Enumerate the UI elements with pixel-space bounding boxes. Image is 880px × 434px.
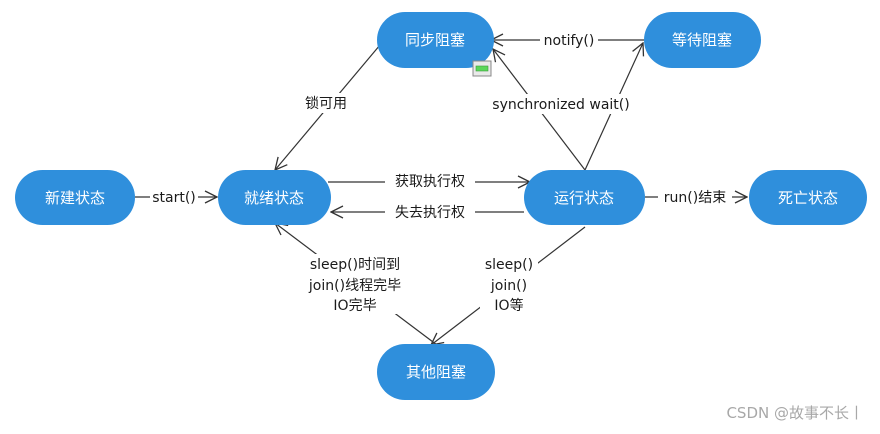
- state-sync-blocked: 同步阻塞: [377, 12, 494, 68]
- label-bg-notify: [540, 30, 598, 50]
- state-other-blocked-label: 其他阻塞: [406, 363, 466, 381]
- label-get-cpu: 获取执行权: [395, 174, 465, 190]
- label-bg-start: [150, 187, 198, 207]
- state-running-label: 运行状态: [554, 189, 614, 207]
- label-bg-from-other: [298, 254, 412, 314]
- state-dead-label: 死亡状态: [778, 189, 838, 207]
- state-wait-blocked-label: 等待阻塞: [672, 31, 732, 49]
- label-notify: notify(): [544, 33, 595, 49]
- label-to-other-line3: IO等: [494, 297, 523, 314]
- label-sync-wait: synchronized wait(): [492, 97, 629, 113]
- label-bg-lose-cpu: [385, 202, 475, 222]
- label-bg-get-cpu: [385, 171, 475, 191]
- label-bg-to-other: [480, 254, 538, 314]
- label-to-other-line2: join(): [490, 278, 527, 294]
- label-lose-cpu: 失去执行权: [395, 205, 465, 221]
- label-from-other-line2: join()线程完毕: [308, 278, 401, 294]
- state-dead: 死亡状态: [749, 170, 867, 225]
- label-run-end: run()结束: [664, 190, 726, 206]
- watermark: CSDN @故事不长丨: [726, 404, 864, 422]
- label-bg-sync-wait: [487, 94, 635, 114]
- attachment-marker-icon: [472, 60, 492, 77]
- state-wait-blocked: 等待阻塞: [644, 12, 761, 68]
- state-ready: 就绪状态: [218, 170, 331, 225]
- state-other-blocked: 其他阻塞: [377, 344, 495, 400]
- state-sync-blocked-label: 同步阻塞: [405, 31, 465, 49]
- label-from-other-line3: IO完毕: [333, 298, 376, 314]
- state-new-label: 新建状态: [45, 189, 105, 207]
- label-from-other-line1: sleep()时间到: [310, 257, 400, 273]
- state-ready-label: 就绪状态: [244, 189, 304, 207]
- label-bg-lock: [297, 93, 355, 113]
- state-new: 新建状态: [15, 170, 135, 225]
- state-running: 运行状态: [524, 170, 645, 225]
- label-bg-run-end: [658, 187, 732, 207]
- label-start: start(): [152, 190, 196, 206]
- label-lock-acquired: 锁可用: [305, 96, 347, 112]
- label-to-other-line1: sleep(): [485, 257, 533, 273]
